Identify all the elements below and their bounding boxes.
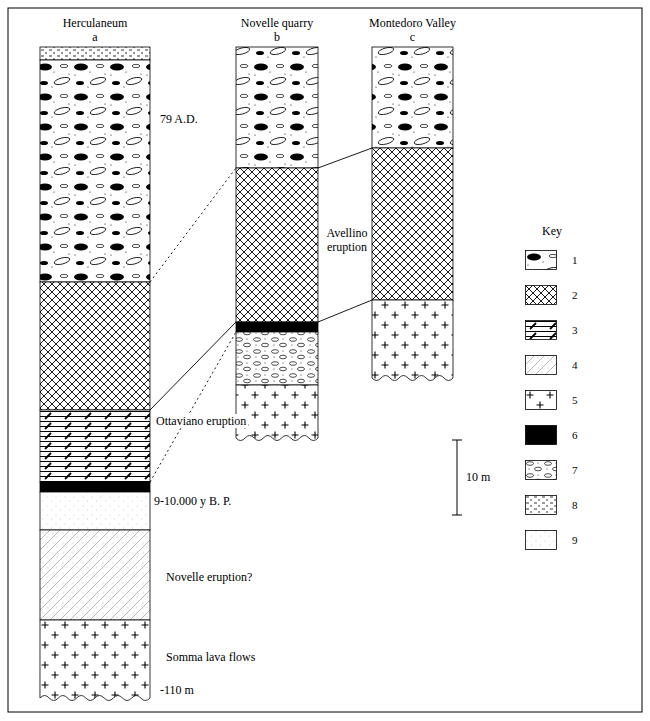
correlation-line (318, 300, 372, 322)
legend-swatch (525, 250, 557, 270)
column-title: Novelle quarry (191, 16, 363, 30)
annotation-label: Key (542, 224, 562, 238)
annotation-label: Ottaviano eruption (154, 414, 248, 428)
legend-swatch (525, 285, 557, 305)
correlation-line (150, 168, 236, 282)
correlation-line (150, 332, 236, 482)
legend-number: 5 (572, 390, 578, 410)
column-heading: Montedoro Valleyc (327, 16, 498, 44)
column-title: Herculaneum (0, 16, 195, 30)
column-heading: Herculaneuma (0, 16, 195, 44)
annotation-label: 10 m (466, 470, 490, 484)
legend-swatch (525, 530, 557, 550)
column-letter: a (0, 30, 195, 44)
legend-number: 9 (572, 530, 578, 550)
column-letter: b (191, 30, 363, 44)
legend-swatch (525, 495, 557, 515)
column-letter: c (327, 30, 498, 44)
legend-number: 8 (572, 495, 578, 515)
legend-number: 4 (572, 355, 578, 375)
stratigraphic-column: Herculaneuma (40, 47, 150, 700)
column-heading: Novelle quarryb (191, 16, 363, 44)
annotation-label: -110 m (160, 683, 194, 697)
correlation-line (150, 322, 236, 410)
annotation-label: Somma lava flows (166, 650, 255, 664)
legend-number: 2 (572, 285, 578, 305)
stratigraphic-column: Montedoro Valleyc (372, 47, 453, 378)
legend-swatch (525, 320, 557, 340)
legend-number: 6 (572, 425, 578, 445)
annotation-label: Avellino eruption (321, 226, 373, 254)
correlation-line (318, 148, 372, 168)
legend-swatch (525, 355, 557, 375)
legend-number: 1 (572, 250, 578, 270)
scale-bar (452, 440, 462, 515)
legend-number: 3 (572, 320, 578, 340)
legend-swatch (525, 425, 557, 445)
legend-number: 7 (572, 460, 578, 480)
annotation-label: Novelle eruption? (166, 570, 252, 584)
stratigraphic-column: Novelle quarryb (236, 47, 318, 438)
legend-swatch (525, 460, 557, 480)
legend-swatch (525, 390, 557, 410)
annotation-label: 9-10.000 y B. P. (154, 494, 231, 508)
annotation-label: 79 A.D. (160, 112, 198, 126)
column-title: Montedoro Valley (327, 16, 498, 30)
